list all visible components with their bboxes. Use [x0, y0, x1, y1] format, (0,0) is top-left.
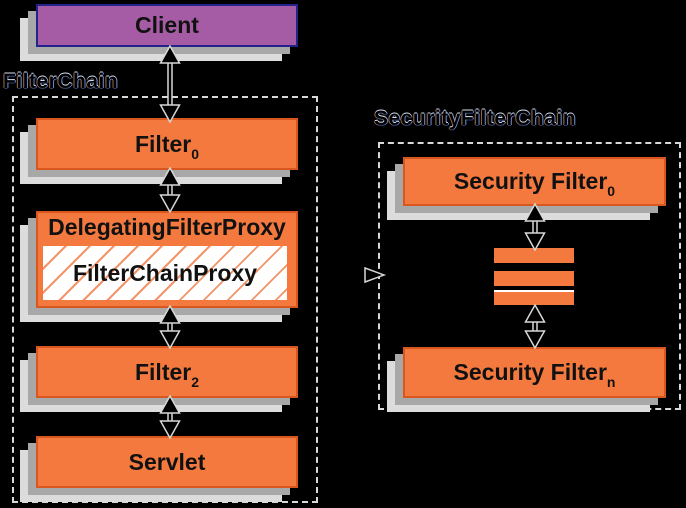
- filter-chain-proxy-label: FilterChainProxy: [72, 259, 258, 286]
- security-filtern-label: Security Filtern: [453, 359, 616, 390]
- filter2-subscript: 2: [191, 373, 200, 390]
- filter-chain-label: FilterChain: [3, 70, 119, 93]
- arrow-filter2-servlet-icon: [157, 395, 183, 439]
- filter0-box: Filter0: [36, 118, 298, 170]
- security-filtern-subscript: n: [606, 374, 616, 390]
- security-filter0-box: Security Filter0: [403, 157, 666, 206]
- servlet-label: Servlet: [128, 448, 206, 475]
- arrow-sf0-stack-icon: [522, 203, 548, 251]
- filter2-box: Filter2: [36, 346, 298, 398]
- filter-stack-bar: [494, 290, 574, 305]
- filter0-label: Filter0: [134, 130, 200, 162]
- filter2-label: Filter2: [134, 358, 200, 390]
- delegating-filter-proxy-box: DelegatingFilterProxy FilterChainProxy: [36, 211, 298, 308]
- security-filtern-box: Security Filtern: [403, 347, 666, 398]
- security-filter-chain-label: SecurityFilterChain: [374, 107, 577, 130]
- filter-stack-bar: [494, 248, 574, 263]
- arrow-stack-sfn-icon: [522, 304, 548, 349]
- filter0-subscript: 0: [191, 145, 200, 162]
- client-label: Client: [135, 12, 199, 38]
- arrow-dfp-filter2-icon: [157, 305, 183, 349]
- security-filter0-subscript: 0: [607, 183, 616, 199]
- filter-stack-bar: [494, 271, 574, 286]
- filter-chain-proxy-box: FilterChainProxy: [43, 246, 287, 300]
- client-box: Client: [36, 4, 298, 47]
- servlet-box: Servlet: [36, 436, 298, 488]
- delegating-filter-proxy-label: DelegatingFilterProxy: [48, 214, 286, 240]
- filter-chain-region: [12, 96, 318, 503]
- arrow-client-filter0-icon: [157, 45, 183, 123]
- arrow-fcp-securitychain-icon: [363, 265, 387, 285]
- security-filter0-label: Security Filter0: [453, 168, 616, 199]
- arrow-filter0-dfp-icon: [157, 167, 183, 213]
